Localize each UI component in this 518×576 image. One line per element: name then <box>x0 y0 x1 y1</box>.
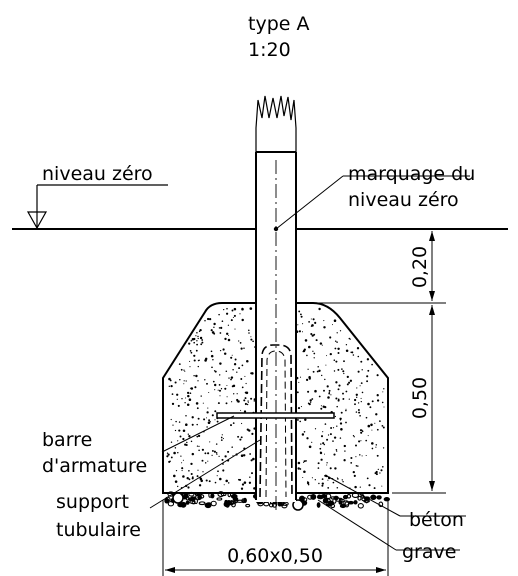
dim-depth-020: 0,20 <box>409 246 431 288</box>
label-marquage-line2: niveau zéro <box>348 189 459 211</box>
title-type: type A <box>248 13 309 35</box>
label-barre: barre <box>42 429 92 451</box>
title-scale: 1:20 <box>248 39 291 61</box>
zero-level-symbol <box>26 184 168 230</box>
label-armature: d'armature <box>42 455 147 477</box>
label-tubulaire: tubulaire <box>56 519 141 541</box>
label-beton: béton <box>409 509 464 531</box>
rebar <box>216 412 335 419</box>
dimension-horizontal <box>162 500 389 576</box>
dim-depth-050: 0,50 <box>409 377 431 419</box>
label-marquage-line1: marquage du <box>348 163 475 185</box>
label-support: support <box>56 491 129 513</box>
post <box>255 95 297 510</box>
label-grave: grave <box>402 541 456 563</box>
dim-base-size: 0,60x0,50 <box>227 545 323 567</box>
tubular-support <box>259 344 293 498</box>
concrete-stipple <box>166 307 385 490</box>
dimension-vertical <box>300 231 446 494</box>
label-niveau-zero: niveau zéro <box>42 163 153 185</box>
